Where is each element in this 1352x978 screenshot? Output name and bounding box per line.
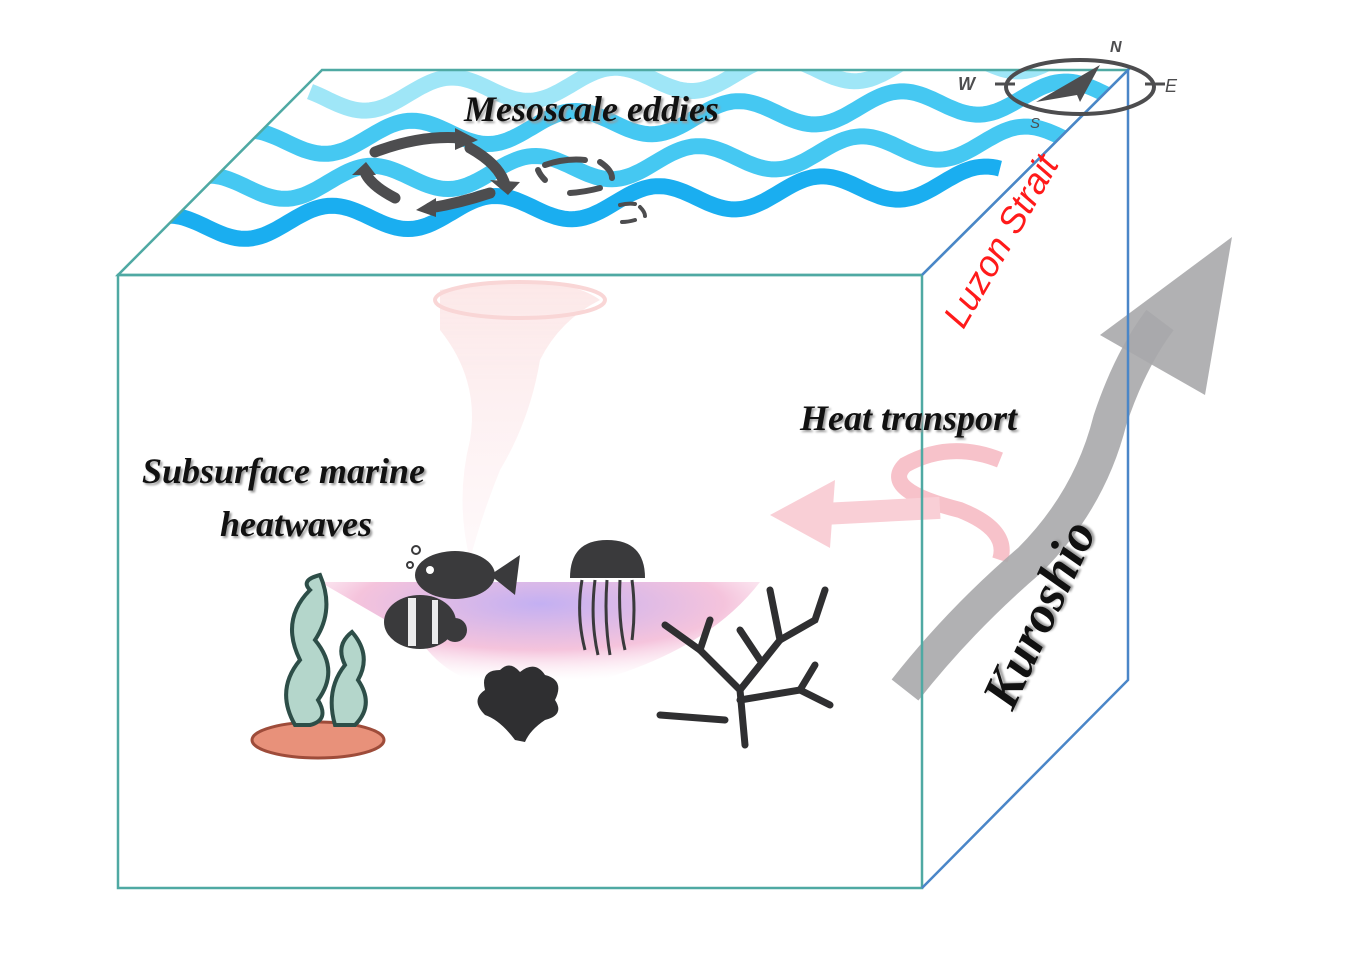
jellyfish-icon [570, 540, 645, 656]
coral-icon [477, 665, 559, 742]
ocean-box [114, 66, 1132, 890]
wave-band [198, 118, 1128, 207]
compass-icon: N S E W [958, 39, 1178, 132]
clownfish-icon [384, 595, 467, 649]
branching-coral-icon [656, 586, 834, 749]
heat-transport-arrow [770, 443, 1010, 563]
wave-band [238, 73, 1128, 162]
compass-south: S [1030, 115, 1040, 132]
box-front-face [116, 273, 924, 890]
eddy-arrowhead-2 [490, 180, 520, 195]
surface-waves [158, 70, 1128, 247]
typhoon-illustration [433, 280, 607, 560]
eddy-arrowhead-1 [455, 128, 478, 150]
mesoscale-eddies-label: Mesoscale eddies [464, 89, 719, 129]
wave-band [307, 70, 1128, 119]
wave-band [158, 158, 1002, 247]
eddy-arrowhead-4 [352, 162, 376, 175]
compass-east: E [1165, 76, 1178, 96]
eddy-arrows [352, 128, 647, 224]
eddy-arrow-1 [369, 132, 466, 158]
seaweed-icon [250, 572, 386, 760]
fish-icon [406, 545, 520, 599]
eddy-arrowhead-3 [416, 198, 436, 217]
subsurface-mhw-label-line1: Subsurface marine [142, 451, 426, 491]
subsurface-mhw-label-line2: heatwaves [220, 504, 372, 544]
compass-north: N [1110, 39, 1122, 56]
compass-west: W [958, 74, 977, 94]
heat-transport-label: Heat transport [800, 398, 1018, 438]
box-right-face [921, 66, 1130, 889]
